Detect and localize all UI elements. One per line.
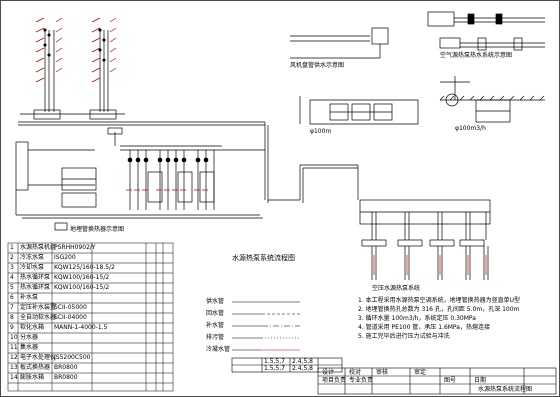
table-cell-id: 8 xyxy=(10,314,14,321)
machine-room-loop xyxy=(15,127,263,231)
table-cell-id: 10 xyxy=(10,334,18,341)
table-cell-model: KQW125/160-18.5/2 xyxy=(54,264,115,271)
legend-lines xyxy=(231,301,343,373)
table-cell-id: 2 xyxy=(10,254,14,261)
table-cell-name: 补水泵 xyxy=(20,294,39,301)
table-cell-model: MANN-1-4000-1.5 xyxy=(54,324,108,331)
table-cell-model: KQW100/160-15/2 xyxy=(54,274,110,281)
title-cell: 审核 xyxy=(376,369,389,376)
table-cell-name: 分水器 xyxy=(20,334,39,341)
title-block-grid xyxy=(317,367,557,395)
table-cell-id: 4 xyxy=(10,274,14,281)
table-cell-name: 冷却水泵 xyxy=(20,264,45,271)
table-cell-name: 全自动软水器 xyxy=(20,314,57,321)
legend-value: 2.4,5,8 xyxy=(292,358,313,365)
table-cell-model: PSRHH0902/Y xyxy=(54,244,96,251)
legend-value: 2.4,5,8 xyxy=(292,365,313,372)
pit-annotation: φ100m3/h xyxy=(455,125,486,132)
table-cell-id: 9 xyxy=(10,324,14,331)
left-riser-group xyxy=(20,17,125,120)
table-cell-name: 定压补水装置 xyxy=(20,304,57,311)
table-cell-name: 热水循环泵 xyxy=(20,274,51,281)
legend-label: 回水管 xyxy=(206,310,225,317)
legend-label: 排污管 xyxy=(206,334,225,341)
title-cell: 专业负责 xyxy=(349,377,374,384)
table-cell-id: 1 xyxy=(10,244,14,251)
table-cell-id: 7 xyxy=(10,304,14,311)
table-cell-name: 集水器 xyxy=(20,344,39,351)
table-cell-id: 5 xyxy=(10,284,14,291)
right-detail-caption: 空气源热泵热水系统示意图 xyxy=(440,52,513,59)
title-cell: 日期 xyxy=(474,377,487,384)
table-cell-name: 软化水箱 xyxy=(20,324,45,331)
note-line: 1. 本工程采用水源热泵空调系统，地埋管换热器为竖直单U型 xyxy=(358,297,521,304)
table-cell-id: 3 xyxy=(10,264,14,271)
title-block-project: 水源热泵系统流程图 xyxy=(478,386,533,393)
right-detail-top xyxy=(427,11,545,51)
machine-room-caption: 地埋管换热器示意图 xyxy=(70,226,125,233)
table-cell-model: BR0800 xyxy=(54,374,78,381)
table-cell-name: 冷冻水泵 xyxy=(20,254,45,261)
note-line: 5. 施工完毕后进行压力试验与冲洗 xyxy=(358,333,450,340)
borehole-field xyxy=(359,199,491,280)
table-cell-model: KQW100/160-15/2 xyxy=(54,284,110,291)
note-line: 3. 循环水量 100m3/h，系统定压 0.30MPa xyxy=(358,315,476,322)
table-cell-id: 13 xyxy=(10,364,18,371)
table-cell-name: 膨胀水箱 xyxy=(20,374,45,381)
title-cell: 设计 xyxy=(322,369,335,376)
table-cell-id: 11 xyxy=(10,344,18,351)
table-cell-model: BR0800 xyxy=(54,364,78,371)
valve-detail-top xyxy=(290,27,389,59)
main-title: 水源热泵系统流程图 xyxy=(232,254,295,262)
title-cell: 审定 xyxy=(414,369,427,376)
table-cell-model: SCII-04000 xyxy=(54,314,87,321)
title-cell: 项目负责 xyxy=(322,377,347,384)
title-cell: 图号 xyxy=(444,377,457,384)
table-cell-id: 12 xyxy=(10,354,18,361)
table-cell-id: 14 xyxy=(10,374,18,381)
note-line: 2. 地埋管换热孔总数为 316 孔，孔间距 5.0m，孔深 100m xyxy=(358,306,520,313)
valve-detail-caption: 风机盘管供水示意图 xyxy=(290,62,345,69)
legend-label: 供水管 xyxy=(206,298,225,305)
table-cell-model: JS5200C500 xyxy=(54,354,91,361)
fcu-detail xyxy=(299,96,419,125)
legend-value: 1.5,5,7 xyxy=(264,358,285,365)
table-cell-id: 6 xyxy=(10,294,14,301)
table-cell-model: ISG200 xyxy=(54,254,76,261)
note-line: 4. 管道采用 PE100 管，承压 1.6MPa，热熔连接 xyxy=(358,324,490,331)
title-cell: 校对 xyxy=(349,369,362,376)
table-cell-name: 水源热泵机组 xyxy=(20,244,57,251)
legend-label: 冷凝水管 xyxy=(206,346,231,353)
legend-value: 1.5,5,7 xyxy=(264,365,285,372)
legend-label: 补水管 xyxy=(206,322,225,329)
table-cell-name: 热水循环泵 xyxy=(20,284,51,291)
table-cell-name: 板式换热器 xyxy=(20,364,51,371)
equipment-table-grid xyxy=(7,242,174,392)
borehole-caption: 空压水源热泵系统 xyxy=(372,285,421,292)
table-cell-name: 电子水处理仪 xyxy=(20,354,57,361)
fcu-annotation: φ100m xyxy=(310,128,332,135)
pit-detail xyxy=(439,76,545,123)
table-cell-model: SCII-05000 xyxy=(54,304,87,311)
